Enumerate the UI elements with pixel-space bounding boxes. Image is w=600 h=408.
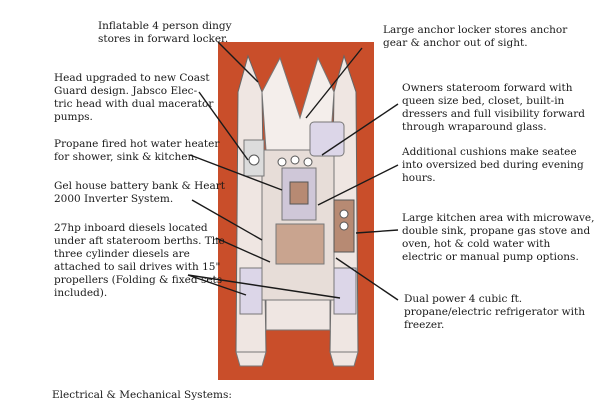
label-cushions: Additional cushions make seatee into ove… [402, 146, 584, 184]
label-fridge: Dual power 4 cubic ft. propane/electric … [404, 293, 585, 331]
label-kitchen: Large kitchen area with microwave, doubl… [402, 212, 595, 263]
companionway [275, 223, 325, 265]
stool-icon [277, 157, 287, 167]
label-head: Head upgraded to new Coast Guard design.… [54, 72, 214, 123]
toilet-icon [248, 154, 260, 166]
stool-icon [303, 157, 313, 167]
label-water-heater: Propane fired hot water heater for showe… [54, 138, 220, 163]
owners-bed [309, 121, 345, 157]
aft-berth-starboard [333, 267, 357, 315]
aft-berth-port [239, 267, 263, 315]
label-diesels: 27hp inboard diesels located under aft s… [54, 222, 225, 299]
sink-icon [339, 209, 349, 219]
footer-heading: Electrical & Mechanical Systems: [52, 389, 232, 401]
label-dingy: Inflatable 4 person dingy stores in forw… [98, 20, 232, 45]
sink-icon [339, 221, 349, 231]
leader-lines [187, 41, 399, 301]
label-battery: Gel house battery bank & Heart 2000 Inve… [54, 180, 226, 205]
label-anchor: Large anchor locker stores anchor gear &… [383, 24, 568, 49]
stool-icon [290, 155, 300, 165]
label-owners: Owners stateroom forward with queen size… [402, 82, 586, 133]
salon-table [289, 181, 309, 205]
